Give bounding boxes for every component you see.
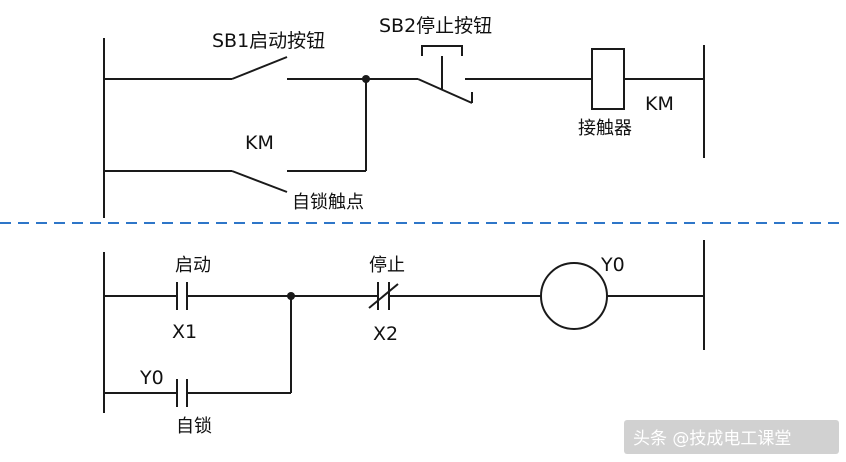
top-junction-dot <box>362 75 370 83</box>
hold-contact-blade <box>231 170 288 193</box>
ladder-diagram <box>103 240 705 413</box>
watermark-text: 头条 @技成电工课堂 <box>633 429 791 449</box>
stop-label: 停止 <box>369 255 405 276</box>
sb1-label: SB1启动按钮 <box>212 30 325 52</box>
x2-contact-slash <box>368 283 399 309</box>
ladder-junction-dot <box>287 292 295 300</box>
y0-output-coil <box>540 262 608 330</box>
watermark: 头条 @技成电工课堂 <box>624 420 839 454</box>
start-label: 启动 <box>175 255 211 276</box>
self-lock-label: 自锁 <box>176 416 212 437</box>
sb2-label: SB2停止按钮 <box>379 15 492 37</box>
y0-contact-label: Y0 <box>139 367 164 389</box>
km-hold-label: KM <box>245 132 274 154</box>
sb2-contact-blade <box>417 78 473 104</box>
contactor-coil <box>591 48 625 110</box>
x1-label: X1 <box>172 321 197 343</box>
contactor-label: 接触器 <box>578 118 632 139</box>
top-relay-circuit <box>103 38 705 218</box>
coil-km-label: KM <box>645 93 674 115</box>
sb2-button-cap <box>421 45 463 56</box>
x2-label: X2 <box>373 323 398 345</box>
y0-output-label: Y0 <box>600 254 625 276</box>
sb1-contact-blade <box>231 56 288 80</box>
watermark-backdrop <box>624 420 839 454</box>
self-lock-contact-label: 自锁触点 <box>292 192 364 213</box>
